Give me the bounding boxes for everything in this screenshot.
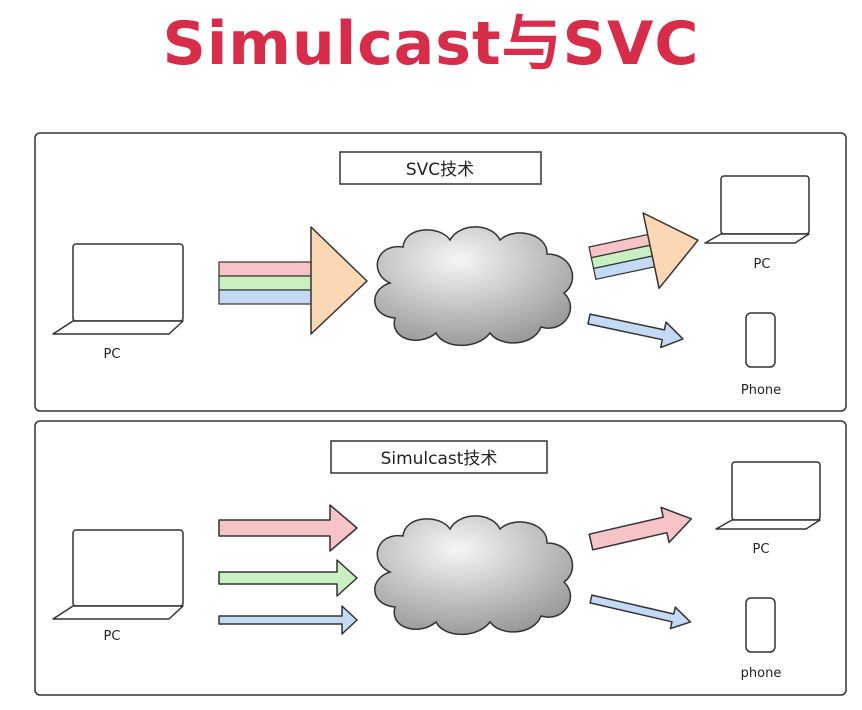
svc-sender-laptop-icon	[52, 243, 184, 335]
simulcast-blue-arrow	[218, 605, 358, 635]
simulcast-red-arrow	[218, 504, 358, 552]
simulcast-arrow-to-pc	[588, 506, 693, 551]
simulcast-receiver-laptop-icon	[715, 461, 821, 530]
svc-heading-box	[339, 151, 542, 185]
simulcast-sender-laptop-icon	[52, 529, 184, 620]
svc-heading: SVC技术	[406, 160, 474, 180]
svc-cloud-icon	[374, 226, 574, 347]
simulcast-green-arrow	[218, 559, 358, 597]
page-title: Simulcast与SVC	[162, 9, 700, 79]
simulcast-receiver-pc-label: PC	[753, 542, 770, 557]
svc-layer-blue-bar	[218, 289, 314, 305]
svc-layer-red-bar	[218, 261, 314, 277]
svc-receiver-pc-label: PC	[754, 257, 771, 272]
simulcast-arrow-to-phone	[589, 594, 692, 630]
simulcast-receiver-phone-label: phone	[741, 666, 782, 681]
svc-receiver-phone-label: Phone	[741, 383, 781, 398]
simulcast-panel: Simulcast技术 PC PC phone	[34, 420, 847, 696]
simulcast-heading: Simulcast技术	[381, 449, 498, 469]
svc-sender-label: PC	[104, 347, 121, 362]
simulcast-heading-box	[330, 440, 548, 474]
svc-receiver-laptop-icon	[704, 175, 810, 244]
svc-receiver-phone-icon	[745, 312, 776, 368]
svc-layer-green-bar	[218, 275, 314, 291]
svc-out-triangle	[642, 212, 699, 290]
simulcast-sender-label: PC	[104, 629, 121, 644]
svc-arrow-to-phone	[587, 313, 684, 349]
simulcast-cloud-icon	[374, 515, 574, 636]
simulcast-receiver-phone-icon	[745, 597, 776, 653]
svc-layered-arrow-to-pc	[588, 212, 699, 290]
svc-encoder-triangle	[310, 226, 368, 335]
svc-panel: SVC技术 PC PC Phone	[34, 132, 847, 412]
